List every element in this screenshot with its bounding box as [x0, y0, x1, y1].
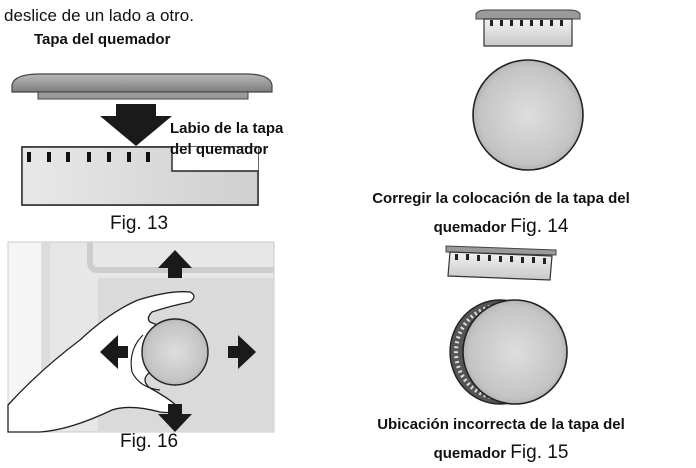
burner-cap-top: [11, 73, 273, 93]
fig13-illustration: [11, 73, 273, 206]
fig16-illustration: [7, 241, 275, 433]
intro-text: deslice de un lado a otro.: [4, 6, 194, 25]
lip-label-line2: del quemador: [170, 141, 269, 158]
fig13-caption: Fig. 13: [110, 213, 169, 234]
fig16-caption: Fig. 16: [120, 431, 179, 452]
arrow-right: [228, 335, 256, 369]
lip-label-line1: Labio de la tapa: [170, 120, 284, 137]
fig15-caption: Fig. 15: [510, 442, 569, 463]
lip-label: Labio de la tapa del quemador: [170, 118, 283, 160]
burner-cap-title: Tapa del quemador: [34, 31, 171, 48]
cap-side-view: [475, 9, 581, 20]
arrow-left: [100, 335, 128, 369]
cap-top-view-correct: [472, 59, 584, 171]
fig14-caption: Fig. 14: [510, 216, 569, 237]
fig14-illustration: [472, 9, 584, 171]
arrow-down: [158, 404, 192, 432]
incorrect-caption-quemador: quemador: [433, 445, 507, 462]
correct-caption-quemador: quemador: [433, 219, 507, 236]
incorrect-placement-caption: Ubicación incorrecta de la tapa del quem…: [306, 411, 696, 468]
base-slots: [27, 152, 150, 162]
cap-in-hand: [141, 318, 209, 386]
down-arrow: [100, 104, 172, 146]
incorrect-caption-line1: Ubicación incorrecta de la tapa del: [377, 416, 625, 433]
fig15-illustration: [445, 245, 568, 405]
burner-cap-rim: [37, 91, 249, 100]
arrow-up: [158, 250, 192, 278]
correct-caption-line1: Corregir la colocación de la tapa del: [372, 190, 630, 207]
cap-top-view-incorrect: [462, 299, 568, 405]
correct-placement-caption: Corregir la colocación de la tapa del qu…: [306, 185, 696, 242]
